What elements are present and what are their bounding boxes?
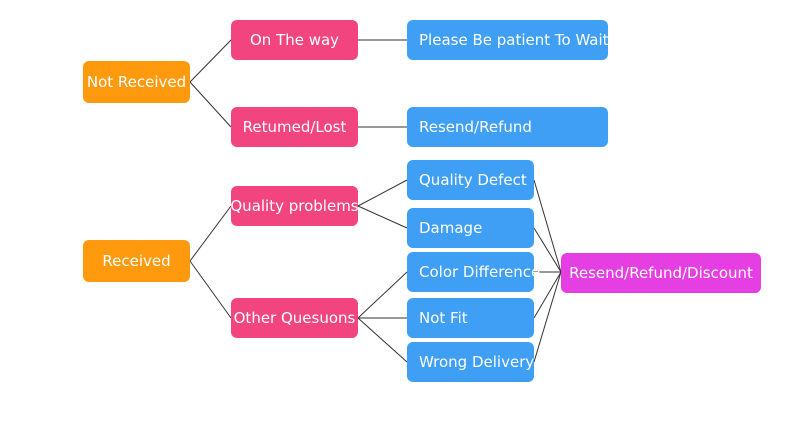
resend-refund-node: Resend/Refund <box>407 107 608 147</box>
connector-line <box>533 179 562 273</box>
connector-line <box>533 271 562 319</box>
not-received-node: Not Received <box>83 61 190 103</box>
node-label: Other Quesuons <box>233 308 356 327</box>
connector-line <box>533 227 562 273</box>
node-label: Not Fit <box>419 308 468 327</box>
connector-line <box>189 260 232 319</box>
damage-node: Damage <box>407 208 534 248</box>
node-label: Please Be patient To Wait <box>419 30 609 49</box>
not-fit-node: Not Fit <box>407 298 534 338</box>
quality-problems-node: Quality problems <box>230 186 359 226</box>
please-be-patient-node: Please Be patient To Wait <box>407 20 609 60</box>
node-label: Quality problems <box>230 196 359 215</box>
connector-line <box>357 179 408 207</box>
color-difference-node: Color Difference <box>407 252 540 292</box>
connector-line <box>533 271 562 363</box>
connector-line <box>189 205 232 262</box>
quality-defect-node: Quality Defect <box>407 160 534 200</box>
on-the-way-node: On The way <box>231 20 358 60</box>
node-label: Resend/Refund/Discount <box>569 263 753 282</box>
other-questions-node: Other Quesuons <box>231 298 358 338</box>
node-label: Not Received <box>86 72 187 91</box>
node-label: Retumed/Lost <box>242 117 347 136</box>
connector-line <box>189 81 232 128</box>
node-label: Damage <box>419 218 483 237</box>
connector-line <box>357 317 408 363</box>
node-label: Resend/Refund <box>419 117 532 136</box>
node-label: On The way <box>249 30 340 49</box>
connector-line <box>357 271 408 319</box>
connector-line <box>357 205 408 229</box>
wrong-delivery-node: Wrong Delivery <box>407 342 534 382</box>
node-label: Color Difference <box>419 262 541 281</box>
connector-line <box>189 39 232 83</box>
node-label: Wrong Delivery <box>419 352 535 371</box>
node-label: Received <box>102 251 171 270</box>
returned-lost-node: Retumed/Lost <box>231 107 358 147</box>
resend-refund-discount-node: Resend/Refund/Discount <box>561 253 761 293</box>
received-node: Received <box>83 240 190 282</box>
node-label: Quality Defect <box>419 170 527 189</box>
